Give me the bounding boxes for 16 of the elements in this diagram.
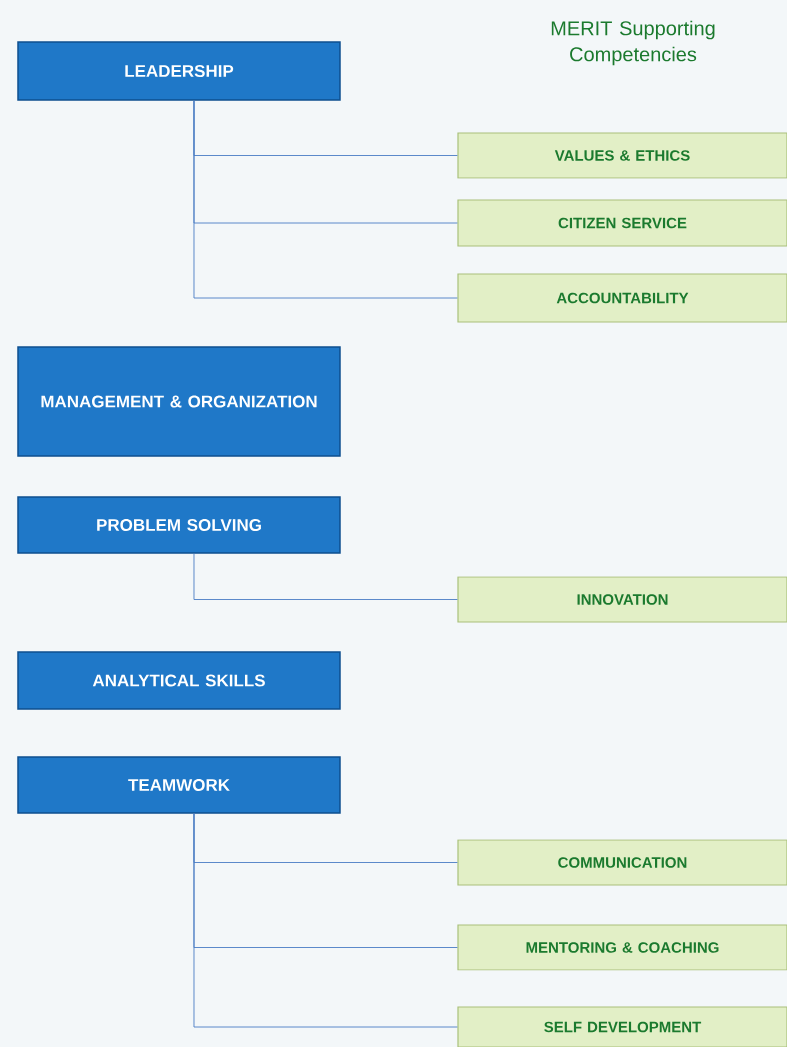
connector-line (193, 100, 458, 299)
competency-box: LEADERSHIP (17, 41, 341, 101)
competency-box: TEAMWORK (17, 756, 341, 814)
connector-line (193, 813, 458, 1028)
connector-line (193, 553, 458, 600)
supporting-competency-box: CITIZEN SERVICE (457, 199, 787, 247)
supporting-competency-box: MENTORING & COACHING (457, 924, 787, 971)
supporting-competency-box: VALUES & ETHICS (457, 132, 787, 179)
supporting-competency-box: SELF DEVELOPMENT (457, 1006, 787, 1047)
competency-box: PROBLEM SOLVING (17, 496, 341, 554)
title: MERIT Supporting Competencies (551, 20, 715, 66)
competency-box: ANALYTICAL SKILLS (17, 651, 341, 710)
supporting-competency-box: ACCOUNTABILITY (457, 273, 787, 323)
competency-box: MANAGEMENT & ORGANIZATION (17, 346, 341, 457)
supporting-competency-box: COMMUNICATION (457, 839, 787, 886)
supporting-competency-box: INNOVATION (457, 576, 787, 623)
